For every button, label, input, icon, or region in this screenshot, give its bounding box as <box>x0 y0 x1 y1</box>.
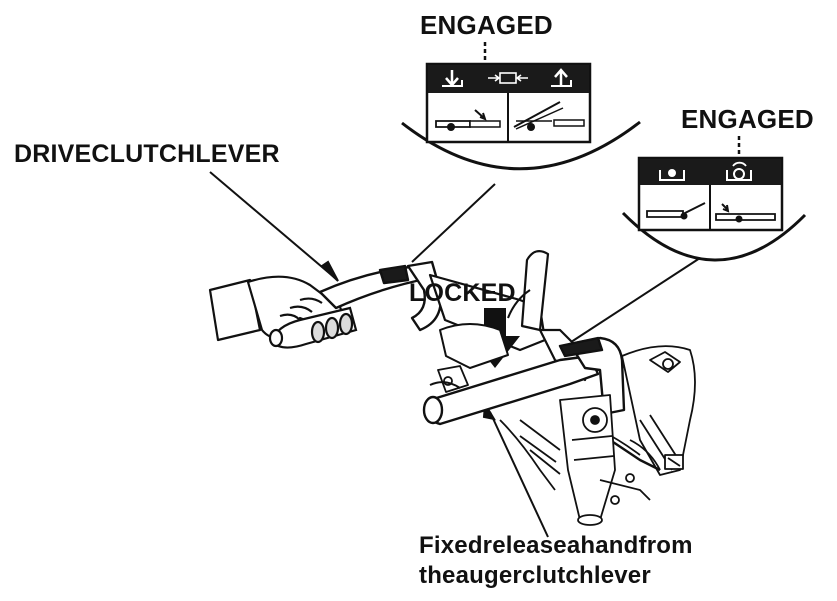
left-grip <box>268 306 358 349</box>
leader-lines <box>209 171 701 538</box>
engaged-label-auger: ENGAGED <box>681 104 814 134</box>
drive-clutch-lever-label: DRIVECLUTCHLEVER <box>14 140 280 168</box>
fixed-release-line-1: Fixedreleaseahandfrom <box>419 532 693 559</box>
auger-engage-decal-icon <box>621 136 807 262</box>
fixed-release-label: Fixedreleaseahandfrom theaugerclutchleve… <box>419 531 693 591</box>
locked-label: LOCKED <box>409 279 516 307</box>
engaged-label-drive: ENGAGED <box>420 10 553 40</box>
fixed-release-line-2: theaugerclutchlever <box>419 562 651 589</box>
center-shroud <box>429 323 509 389</box>
drive-engage-decal-icon <box>401 42 641 171</box>
machine-body <box>579 345 696 476</box>
